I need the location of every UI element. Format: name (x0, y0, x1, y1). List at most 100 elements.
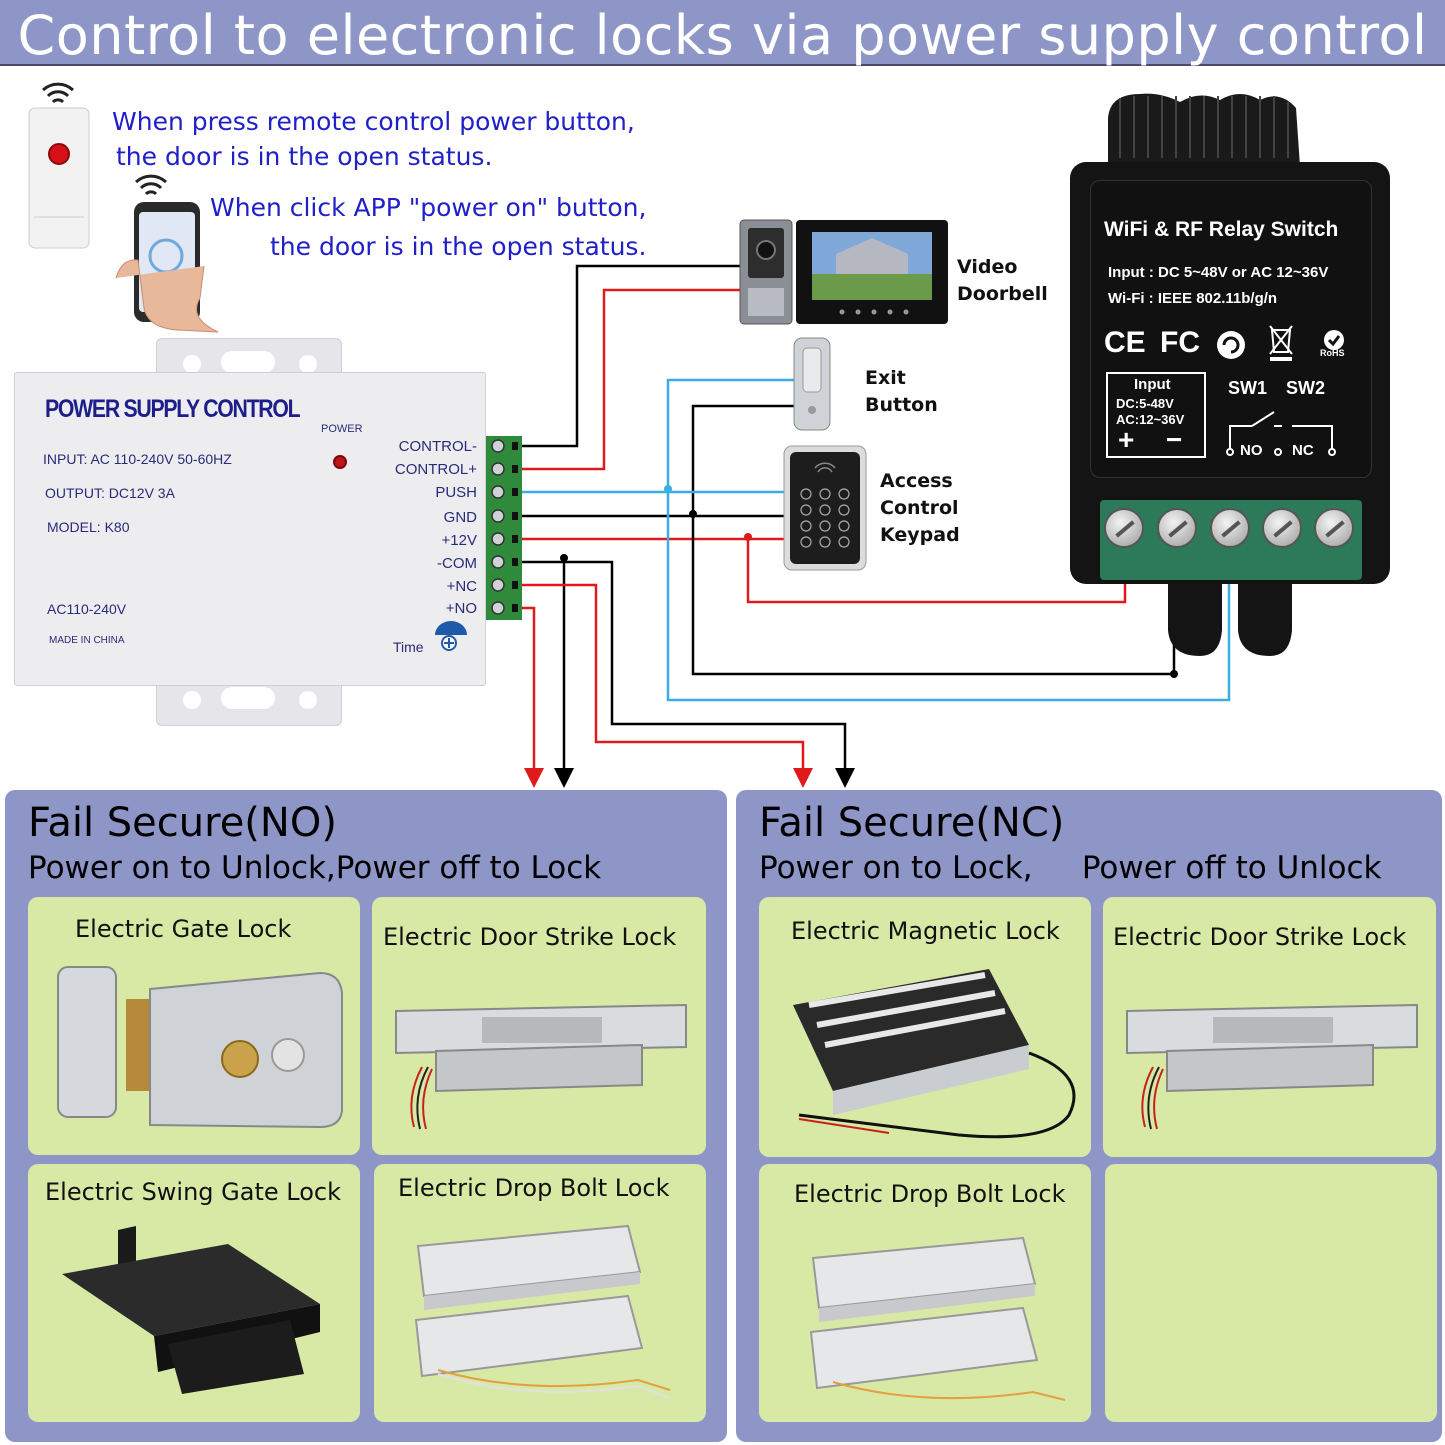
lock-card-electric-magnetic-lock: Electric Magnetic Lock (759, 897, 1091, 1157)
psu-terminal-label-control-plus: CONTROL+ (394, 461, 477, 478)
relay-sw1-label: SW1 (1228, 378, 1268, 398)
arrow-red-1 (524, 768, 544, 788)
wire-no-lock-black (518, 560, 566, 770)
relay-input-spec: Input : DC 5~48V or AC 12~36V (1108, 264, 1329, 281)
relay-wifi-spec: Wi-Fi : IEEE 802.11b/g/n (1108, 290, 1278, 307)
app-note-line1: When click APP "power on" button, (210, 193, 647, 222)
relay-input-box-ac: AC:12~36V (1116, 412, 1185, 427)
lock-card-electric-door-strike-lock: Electric Door Strike Lock (1103, 897, 1436, 1157)
wire-exit-blue (518, 378, 795, 494)
relay-screw-terminal (1210, 508, 1250, 548)
psu-terminal-label-push: PUSH (435, 484, 477, 501)
relay-terminal-block (1100, 500, 1362, 580)
lock-card-electric-door-strike-lock: Electric Door Strike Lock (372, 897, 706, 1155)
lock-card-electric-drop-bolt-lock: Electric Drop Bolt Lock (759, 1164, 1091, 1422)
arrow-red-2 (793, 768, 813, 788)
wire-no-lock-red (518, 606, 536, 770)
remote-note-line2: the door is in the open status. (116, 142, 493, 171)
relay-switch-schematic (1226, 411, 1336, 456)
empty-card (1105, 1164, 1437, 1422)
wire-nc-lock-black (564, 560, 847, 770)
wire-nc-lock-red (518, 583, 805, 770)
relay-screw-terminal (1262, 508, 1302, 548)
junction-relay (1170, 670, 1178, 678)
psu-time-label: Time (393, 639, 424, 655)
lock-card-label: Electric Door Strike Lock (383, 923, 677, 951)
smartphone-app-icon (115, 174, 219, 333)
time-adjust-knob-icon[interactable] (431, 621, 471, 655)
rohs-icon (1324, 330, 1344, 350)
psu-terminal-label-control-minus: CONTROL- (398, 438, 477, 455)
psu-title: POWER SUPPLY CONTROL (45, 395, 301, 423)
fail-secure-nc-subtitle: Power on to Lock, Power off to Unlock (759, 850, 1382, 886)
recycle-icon (1217, 331, 1245, 359)
fail-secure-no-subtitle: Power on to Unlock,Power off to Lock (28, 850, 602, 886)
electric-swing-gate-lock-image (62, 1226, 320, 1394)
lock-card-label: Electric Gate Lock (75, 915, 292, 943)
lock-card-electric-swing-gate-lock: Electric Swing Gate Lock (28, 1164, 360, 1422)
lock-card-electric-gate-lock: Electric Gate Lock (28, 897, 360, 1155)
psu-terminal-label-com: -COM (437, 555, 477, 572)
weee-bin-icon (1269, 325, 1293, 361)
relay-plus-sign: + (1118, 424, 1135, 455)
electric-drop-bolt-lock-image (414, 1224, 671, 1399)
relay-input-box (1106, 372, 1206, 458)
psu-made-in: MADE IN CHINA (49, 635, 125, 646)
relay-input-box-dc: DC:5-48V (1116, 396, 1174, 411)
wire-relay-blue (666, 492, 1231, 702)
lock-card-label: Electric Drop Bolt Lock (794, 1180, 1066, 1208)
page-title: Control to electronic locks via power su… (17, 4, 1428, 67)
psu-terminal-block (486, 436, 522, 620)
arrow-black-1 (554, 768, 574, 788)
video-doorbell-icon (739, 219, 948, 325)
wire-exit-black (518, 404, 795, 518)
psu-power-led (333, 455, 347, 469)
lock-card-electric-drop-bolt-lock: Electric Drop Bolt Lock (374, 1164, 706, 1422)
psu-terminal-label-gnd: GND (443, 509, 477, 526)
lock-card-label: Electric Magnetic Lock (791, 917, 1060, 945)
junction-blue (664, 485, 672, 493)
psu-terminal-label-no: +NO (445, 600, 477, 617)
junction-com (560, 554, 568, 562)
header-bar: Control to electronic locks via power su… (0, 0, 1445, 67)
video-doorbell-label: Video Doorbell (957, 256, 1048, 305)
wiring-diagram (518, 264, 1231, 788)
access-keypad-icon (783, 445, 867, 571)
junction-red (744, 533, 752, 541)
relay-antenna-coil (1108, 93, 1300, 166)
relay-no-label: NO (1240, 442, 1263, 459)
remote-note-line1: When press remote control power button, (112, 107, 635, 136)
relay-fc-mark: FC (1160, 326, 1200, 359)
junction-black (689, 510, 697, 518)
lock-card-label: Electric Swing Gate Lock (45, 1178, 342, 1206)
psu-ac-label: AC110-240V (47, 601, 127, 617)
wire-doorbell-black (518, 264, 742, 448)
electric-door-strike-lock-image (1126, 1003, 1418, 1130)
psu-terminal-label-nc: +NC (446, 578, 477, 595)
electric-gate-lock-image (57, 966, 343, 1129)
relay-sw2-label: SW2 (1286, 378, 1326, 398)
psu-input-spec: INPUT: AC 110-240V 50-60HZ (43, 451, 232, 467)
electric-door-strike-lock-image (395, 1003, 687, 1130)
relay-input-box-title: Input (1134, 376, 1171, 393)
access-keypad-label: Access Control Keypad (880, 470, 960, 546)
electric-magnetic-lock-image (793, 969, 1076, 1139)
relay-screw-terminal (1104, 508, 1144, 548)
psu-power-label: POWER (321, 423, 363, 435)
electric-drop-bolt-lock-image (809, 1236, 1066, 1401)
relay-ce-mark: CE (1104, 326, 1146, 359)
relay-minus-sign: − (1166, 424, 1183, 455)
lock-card-label: Electric Door Strike Lock (1113, 923, 1407, 951)
fail-secure-nc-title: Fail Secure(NC) (759, 800, 1065, 846)
lock-card-label: Electric Drop Bolt Lock (398, 1174, 670, 1202)
remote-control-icon (28, 82, 90, 249)
psu-terminal-label-12v: +12V (441, 532, 477, 549)
exit-button-icon (793, 337, 831, 431)
psu-output-spec: OUTPUT: DC12V 3A (45, 485, 175, 501)
relay-nc-label: NC (1292, 442, 1314, 459)
exit-button-label: Exit Button (865, 367, 938, 416)
arrow-black-2 (835, 768, 855, 788)
app-note-line2: the door is in the open status. (270, 232, 647, 261)
relay-screw-terminal (1157, 508, 1197, 548)
relay-cable-feet (1168, 580, 1292, 656)
